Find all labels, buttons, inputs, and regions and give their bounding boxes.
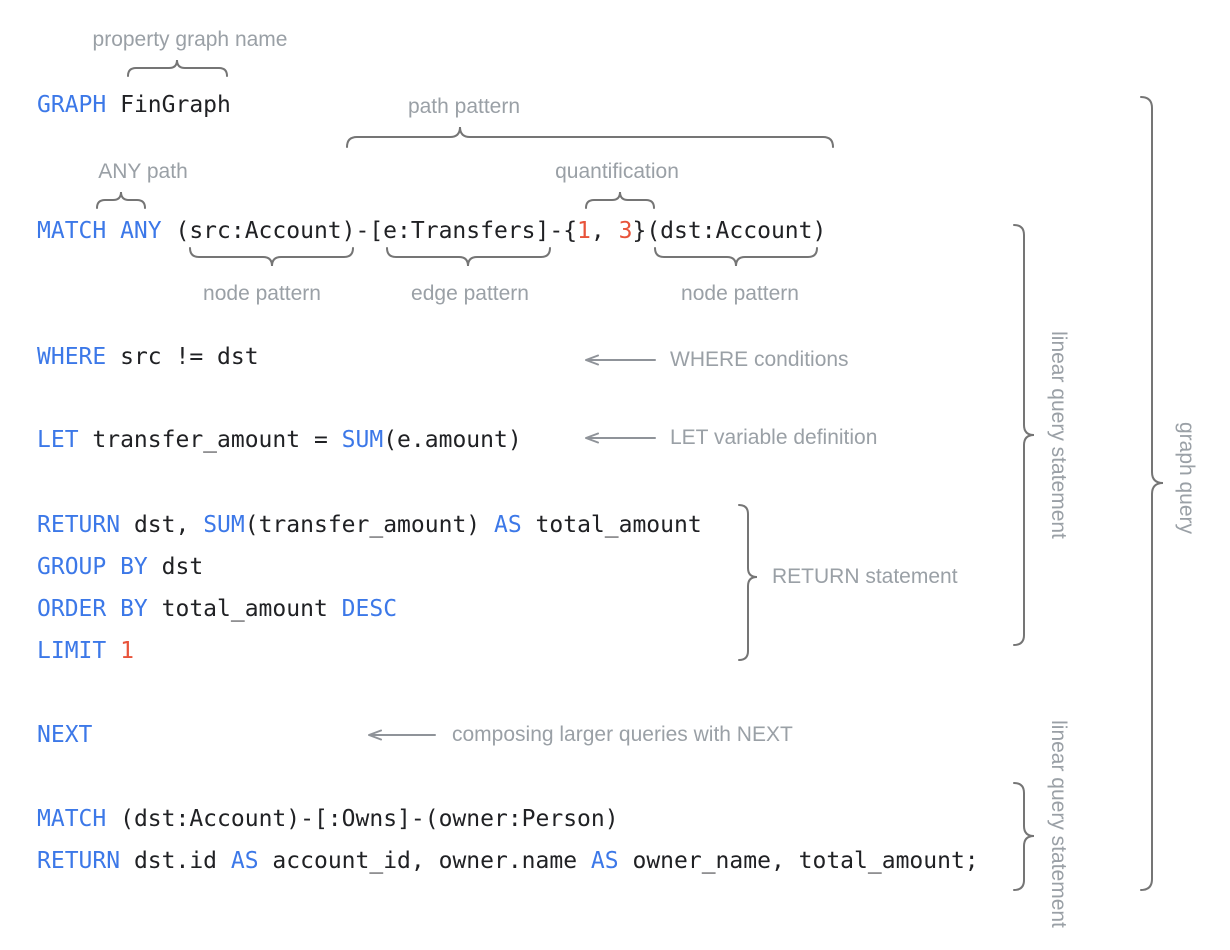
code-line-where: WHERE src != dst bbox=[37, 344, 259, 370]
code-token: DESC bbox=[341, 596, 398, 622]
annotation-where-conditions: WHERE conditions bbox=[670, 348, 849, 371]
code-token: LIMIT bbox=[37, 638, 107, 664]
annotation-composing-next: composing larger queries with NEXT bbox=[452, 723, 793, 746]
annotation-linear-query-statement-2: linear query statement bbox=[1047, 720, 1070, 928]
code-line-next: NEXT bbox=[37, 722, 92, 748]
code-token: total_amount bbox=[147, 596, 342, 622]
brace-linear-query-statement-2 bbox=[1013, 782, 1035, 891]
code-token: (transfer_amount) bbox=[244, 512, 494, 538]
annotation-edge-pattern: edge pattern bbox=[411, 282, 529, 305]
code-token: (src:Account)-[e:Transfers]-{ bbox=[161, 218, 578, 244]
code-token: GROUP BY bbox=[37, 554, 148, 580]
brace-path-pattern bbox=[346, 126, 834, 148]
code-line-limit: LIMIT 1 bbox=[37, 638, 134, 664]
code-token: , bbox=[590, 218, 619, 244]
code-token: dst bbox=[147, 554, 204, 580]
code-token: WHERE bbox=[37, 344, 107, 370]
code-line-match-path: MATCH ANY (src:Account)-[e:Transfers]-{1… bbox=[37, 218, 826, 244]
brace-return-statement bbox=[738, 504, 758, 661]
code-token: AS bbox=[230, 848, 259, 874]
code-token: (dst:Account)-[:Owns]-(owner:Person) bbox=[106, 806, 619, 832]
code-token: total_amount bbox=[521, 512, 702, 538]
annotation-node-pattern-dst: node pattern bbox=[681, 282, 799, 305]
annotation-path-pattern: path pattern bbox=[407, 95, 521, 118]
brace-any-path bbox=[96, 191, 146, 209]
code-token: }(dst:Account) bbox=[632, 218, 827, 244]
brace-linear-query-statement-1 bbox=[1013, 224, 1035, 646]
code-line-return-final: RETURN dst.id AS account_id, owner.name … bbox=[37, 848, 979, 874]
arrow-where-conditions bbox=[585, 354, 656, 366]
brace-graph-query bbox=[1140, 96, 1164, 891]
arrow-composing-next bbox=[368, 729, 436, 741]
brace-property-graph-name bbox=[127, 59, 228, 77]
brace-quantification bbox=[585, 191, 655, 209]
brace-node-pattern-src bbox=[189, 247, 354, 267]
code-line-graph-clause: GRAPH FinGraph bbox=[37, 92, 231, 118]
code-token: MATCH ANY bbox=[37, 218, 162, 244]
code-token: dst.id bbox=[120, 848, 231, 874]
code-token: LET bbox=[37, 427, 79, 453]
code-token: SUM bbox=[341, 427, 384, 453]
code-token: 1 bbox=[577, 218, 591, 244]
brace-node-pattern-dst bbox=[654, 247, 818, 267]
code-token: MATCH bbox=[37, 806, 107, 832]
code-token: 1 bbox=[120, 638, 134, 664]
code-token: GRAPH bbox=[37, 92, 107, 118]
code-token: RETURN bbox=[37, 512, 121, 538]
annotation-node-pattern-src: node pattern bbox=[203, 282, 321, 305]
code-line-order-by: ORDER BY total_amount DESC bbox=[37, 596, 397, 622]
code-token: SUM bbox=[203, 512, 245, 538]
code-token: ORDER BY bbox=[37, 596, 148, 622]
code-line-group-by: GROUP BY dst bbox=[37, 554, 203, 580]
code-token: src != dst bbox=[106, 344, 259, 370]
code-token: (e.amount) bbox=[383, 427, 522, 453]
annotation-let-variable-definition: LET variable definition bbox=[670, 426, 878, 449]
code-token: FinGraph bbox=[106, 92, 231, 118]
code-token: owner_name, total_amount; bbox=[618, 848, 979, 874]
annotation-property-graph-name: property graph name bbox=[92, 28, 288, 51]
code-line-return: RETURN dst, SUM(transfer_amount) AS tota… bbox=[37, 512, 702, 538]
annotation-return-statement: RETURN statement bbox=[772, 565, 958, 588]
code-token: AS bbox=[590, 848, 619, 874]
arrow-let-variable-definition bbox=[585, 432, 656, 444]
code-token: transfer_amount = bbox=[78, 427, 342, 453]
code-token: dst, bbox=[120, 512, 204, 538]
annotation-quantification: quantification bbox=[555, 160, 679, 183]
code-token: account_id, owner.name bbox=[258, 848, 591, 874]
code-token: AS bbox=[493, 512, 522, 538]
code-token: RETURN bbox=[37, 848, 121, 874]
code-token: NEXT bbox=[37, 722, 93, 748]
annotation-graph-query: graph query bbox=[1175, 421, 1198, 535]
annotation-any-path: ANY path bbox=[98, 160, 188, 183]
brace-edge-pattern bbox=[386, 247, 551, 267]
annotation-linear-query-statement-1: linear query statement bbox=[1047, 331, 1070, 539]
code-line-let: LET transfer_amount = SUM(e.amount) bbox=[37, 427, 522, 453]
code-token: 3 bbox=[618, 218, 633, 244]
code-token bbox=[106, 638, 120, 664]
code-line-match-owner: MATCH (dst:Account)-[:Owns]-(owner:Perso… bbox=[37, 806, 619, 832]
